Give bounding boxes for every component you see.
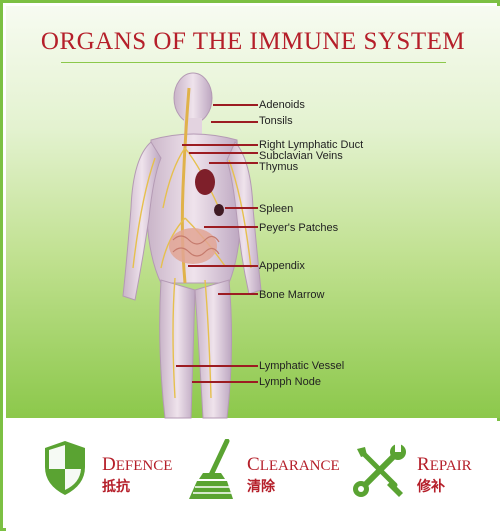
label-thymus: Thymus (259, 161, 299, 173)
heart-shape (195, 169, 215, 195)
broom-icon (189, 439, 233, 499)
human-body-illustration (122, 72, 262, 419)
leader-peyers-patches (204, 226, 258, 228)
label-lymphatic-vessel: Lymphatic Vessel (259, 360, 345, 372)
feature-repair: REPAIR 修补 (339, 421, 500, 531)
label-subclavian-veins: Subclavian Veins (259, 150, 343, 162)
leader-thymus (209, 162, 258, 164)
leader-tonsils (211, 121, 258, 123)
right-leg-shape (194, 279, 233, 419)
label-lymph-node: Lymph Node (259, 376, 321, 388)
left-leg-shape (159, 279, 196, 419)
feature-repair-title: REPAIR (417, 454, 472, 475)
leader-lymph-node (192, 381, 258, 383)
spleen-shape (214, 204, 224, 216)
label-peyers-patches: Peyer's Patches (259, 222, 339, 234)
leader-appendix (188, 265, 258, 267)
label-adenoids: Adenoids (259, 99, 305, 111)
wrench-screwdriver-icon (353, 443, 406, 497)
intestine-folds (172, 235, 220, 257)
title-divider (61, 62, 446, 63)
head-shape (173, 72, 213, 124)
page-title: ORGANS OF THE IMMUNE SYSTEM (40, 28, 466, 55)
feature-clearance-chinese: 清除 (247, 478, 275, 494)
feature-defence: DEFENCE 抵抗 (6, 421, 173, 531)
leader-subclavian-veins (189, 152, 258, 154)
feature-defence-title: DEFENCE (102, 454, 173, 475)
left-arm-shape (122, 141, 162, 301)
leader-lymphatic-vessel (176, 365, 258, 367)
feature-clearance-title: CLEARANCE (247, 454, 340, 475)
feature-clearance: CLEARANCE 清除 (171, 421, 340, 531)
leader-adenoids (213, 104, 258, 106)
label-bone-marrow: Bone Marrow (259, 289, 325, 301)
leader-spleen (225, 207, 258, 209)
neck-shape (184, 118, 202, 136)
label-spleen: Spleen (259, 203, 294, 215)
label-tonsils: Tonsils (259, 115, 293, 127)
diagram-panel: ORGANS OF THE IMMUNE SYSTEM (6, 6, 500, 419)
leader-bone-marrow (218, 293, 258, 295)
shield-icon (45, 441, 85, 495)
feature-defence-chinese: 抵抗 (102, 478, 130, 494)
intestine-shape (169, 228, 217, 264)
functions-panel: DEFENCE 抵抗 CLEARANCE 清除 (6, 421, 500, 531)
label-right-lymphatic-duct: Right Lymphatic Duct (259, 139, 364, 151)
label-appendix: Appendix (259, 260, 305, 272)
leader-right-lymphatic-duct (182, 144, 258, 146)
feature-repair-chinese: 修补 (417, 478, 445, 494)
